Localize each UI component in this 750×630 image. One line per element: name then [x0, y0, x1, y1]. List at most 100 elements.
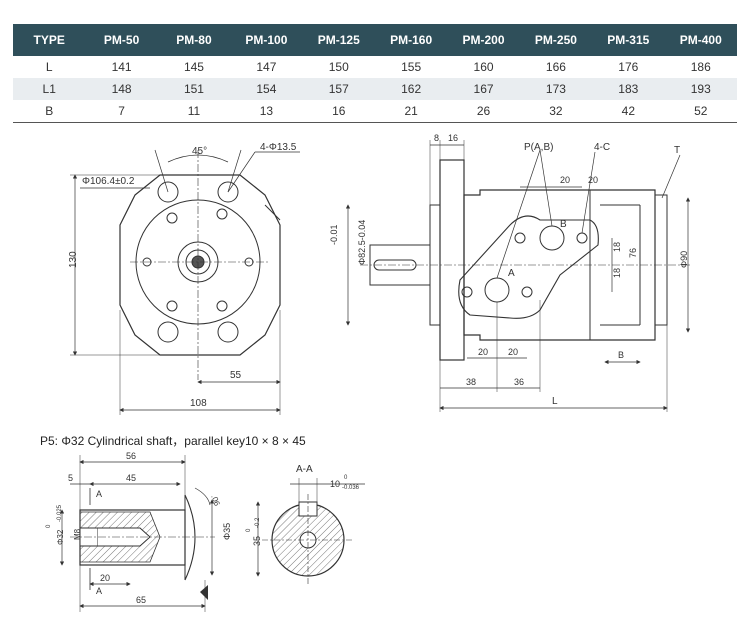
table-row: L1 148 151 154 157 162 167 173 183 193 — [13, 78, 737, 100]
table-cell: 141 — [85, 56, 158, 78]
table-cell: 167 — [447, 78, 520, 100]
header-cell: PM-250 — [519, 24, 593, 56]
table-cell: 148 — [85, 78, 158, 100]
dim-20-label: 20 — [100, 573, 110, 583]
table-cell: 7 — [85, 100, 158, 123]
leader-line — [496, 149, 541, 279]
key-width-label: 10 — [330, 479, 340, 489]
dim-8-label: 8 — [434, 133, 439, 143]
phi32-tol-top: 0 — [46, 524, 52, 528]
dim-36-label: 36 — [514, 377, 524, 387]
screw-head — [216, 208, 228, 220]
section-a-top-label: A — [96, 489, 102, 499]
angle-label: 45° — [192, 146, 207, 157]
dim-45-label: 45 — [126, 473, 136, 483]
header-cell: PM-100 — [230, 24, 303, 56]
bolt-hole — [217, 321, 239, 343]
shaft-caption: P5: Φ32 Cylindrical shaft，parallel key10… — [40, 434, 306, 448]
table-cell: 173 — [519, 78, 593, 100]
mounting-boss — [264, 204, 281, 221]
shaft-view — [59, 455, 215, 612]
side-view — [345, 140, 691, 412]
phi32-tol-bottom: -0.025 — [57, 504, 63, 522]
table-cell: 13 — [230, 100, 303, 123]
key-depth-label: 35 — [252, 536, 262, 546]
table-row: L 141 145 147 150 155 160 166 176 186 — [13, 56, 737, 78]
table-cell: 162 — [374, 78, 448, 100]
table-cell: 11 — [157, 100, 231, 123]
leader-line — [539, 149, 553, 227]
port-c-label: 4-C — [594, 142, 610, 153]
header-cell: PM-50 — [85, 24, 158, 56]
leader-line — [227, 151, 256, 193]
bolt-hole — [157, 181, 179, 203]
table-cell: 32 — [519, 100, 593, 123]
header-cell: PM-400 — [664, 24, 737, 56]
dim-b-label: B — [618, 350, 624, 360]
header-cell: PM-200 — [447, 24, 520, 56]
front-view — [70, 149, 300, 415]
screw-head — [216, 300, 228, 312]
section-a-bottom-label: A — [96, 586, 102, 596]
pcd-label: Φ106.4±0.2 — [82, 176, 135, 187]
bolt-hole — [217, 181, 239, 203]
screw-head — [166, 212, 178, 224]
shaft-shoulder — [184, 494, 196, 581]
screw-head — [166, 300, 178, 312]
header-cell: PM-80 — [157, 24, 231, 56]
flange-plate — [439, 159, 465, 361]
port-a-label: A — [508, 268, 515, 279]
port-bolt — [521, 286, 533, 298]
angle-line — [227, 149, 242, 193]
dim-20c-label: 20 — [478, 347, 488, 357]
table-cell: 186 — [664, 56, 737, 78]
table-cell: 151 — [157, 78, 231, 100]
table-cell: L1 — [13, 78, 86, 100]
table-cell: 154 — [230, 78, 303, 100]
angle-line — [154, 149, 169, 193]
holes-label: 4-Φ13.5 — [260, 142, 297, 153]
header-cell: PM-315 — [592, 24, 665, 56]
bolt-hole — [157, 321, 179, 343]
table-cell: L — [13, 56, 86, 78]
height-label: 130 — [68, 251, 79, 268]
table-cell: 21 — [374, 100, 448, 123]
angle-arc — [167, 154, 229, 163]
chamfer-arc — [194, 487, 211, 506]
pilot-label: Φ82.5-0.04 — [357, 220, 367, 265]
depth-tol-top: 0 — [246, 528, 252, 532]
dim-18a-label: 18 — [612, 242, 622, 252]
dim-20a-label: 20 — [560, 175, 570, 185]
table-cell: 42 — [592, 100, 665, 123]
table-cell: 157 — [302, 78, 375, 100]
table-cell: 150 — [302, 56, 375, 78]
end-arrow — [200, 585, 208, 600]
end-cap — [654, 194, 668, 326]
port-b-label: B — [560, 219, 567, 230]
section-view — [255, 478, 365, 586]
table-cell: 166 — [519, 56, 593, 78]
dim-56-label: 56 — [126, 451, 136, 461]
key-tol-top: 0 — [344, 475, 348, 481]
table-cell: 16 — [302, 100, 375, 123]
spec-table: TYPE PM-50 PM-80 PM-100 PM-125 PM-160 PM… — [13, 24, 737, 123]
dim-phi90-label: Φ90 — [679, 251, 689, 268]
header-cell: PM-160 — [374, 24, 448, 56]
header-cell: TYPE — [13, 24, 86, 56]
phi35-label: Φ35 — [222, 523, 232, 540]
chamfer-label: .06 — [209, 494, 221, 508]
leader-line — [581, 151, 596, 234]
table-cell: B — [13, 100, 86, 123]
dim-16-label: 16 — [448, 133, 458, 143]
motor-body — [463, 189, 656, 341]
port-bolt — [514, 232, 526, 244]
leader-line — [661, 154, 681, 199]
dim-l-label: L — [552, 396, 558, 407]
table-cell: 52 — [664, 100, 737, 123]
half-width-label: 55 — [230, 370, 242, 381]
table-cell: 145 — [157, 56, 231, 78]
port-t-label: T — [674, 145, 680, 156]
table-cell: 160 — [447, 56, 520, 78]
section-title: A-A — [296, 464, 313, 475]
